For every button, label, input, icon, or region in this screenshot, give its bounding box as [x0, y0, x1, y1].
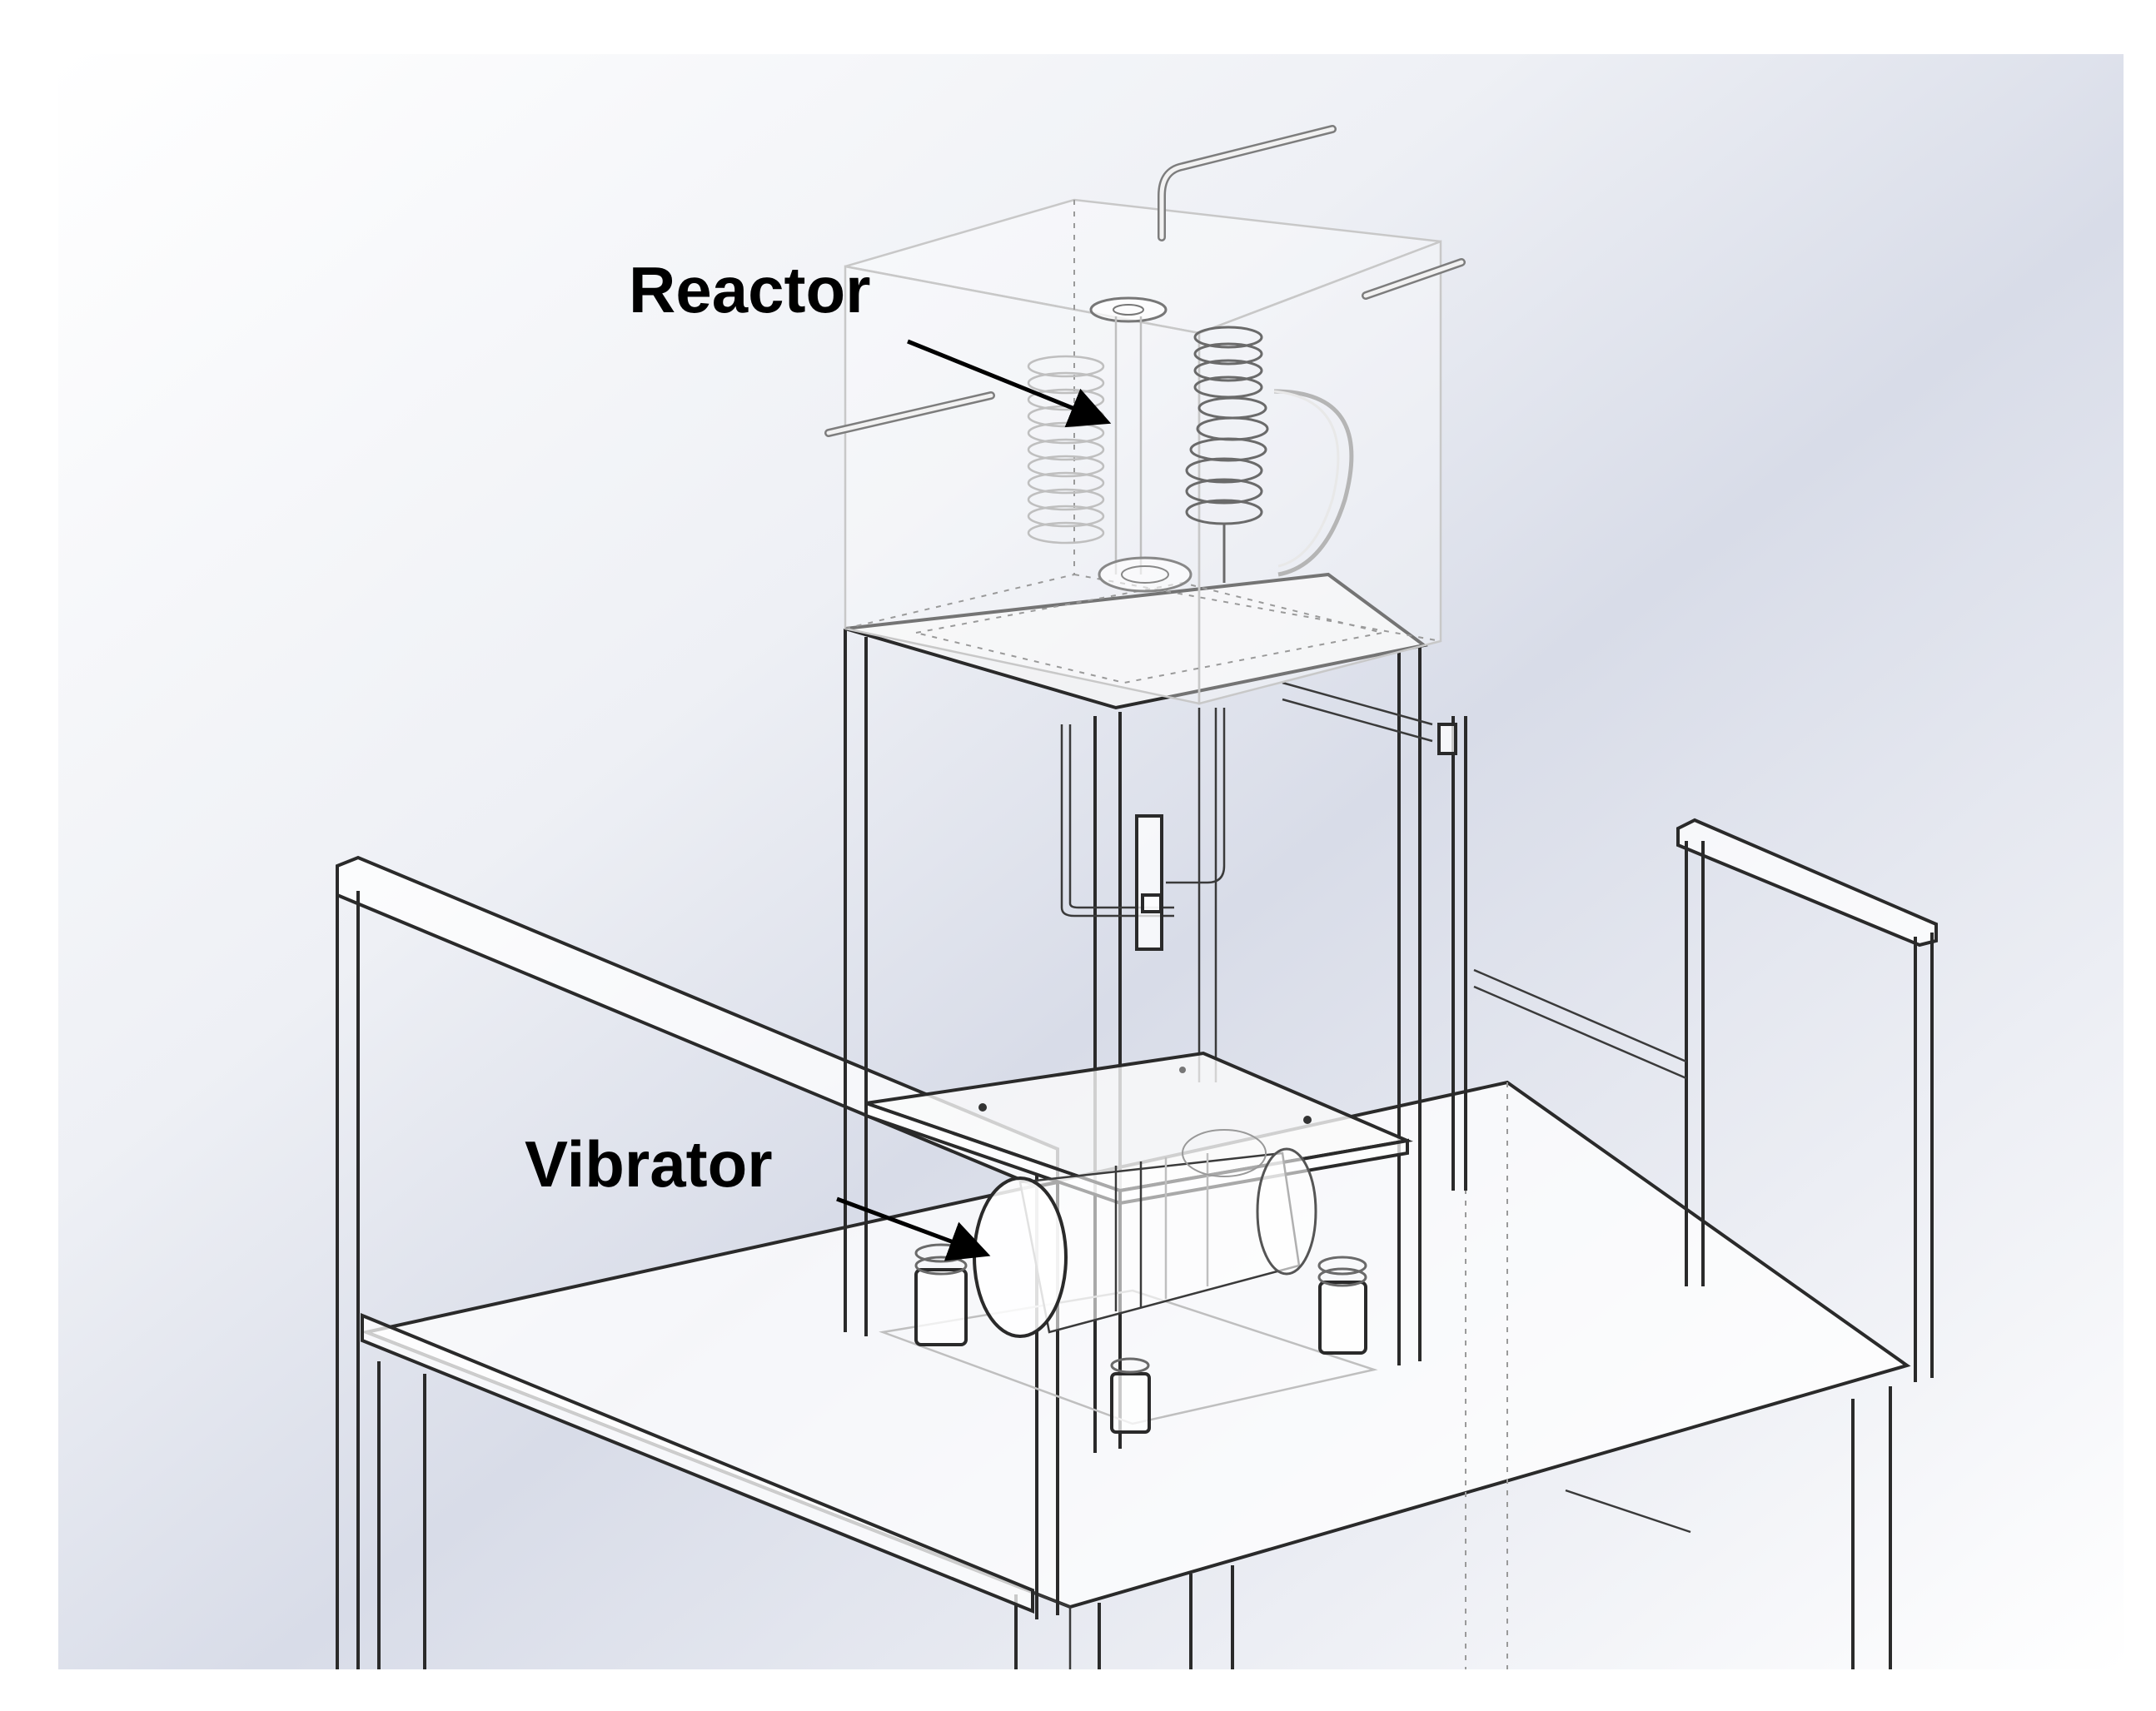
vibrator-motor — [973, 1129, 1317, 1338]
reactor-arrow — [907, 339, 1112, 428]
vibrator-arrow — [836, 1196, 991, 1261]
spring-mounts — [914, 1243, 1367, 1434]
right-cooling-coil — [1185, 326, 1269, 583]
reactor-label: Reactor — [629, 253, 870, 326]
reactor-frame — [844, 572, 1467, 1453]
right-rail — [1473, 818, 1938, 1382]
vibrator-label: Vibrator — [525, 1127, 773, 1201]
reactor-vessel — [824, 125, 1466, 705]
